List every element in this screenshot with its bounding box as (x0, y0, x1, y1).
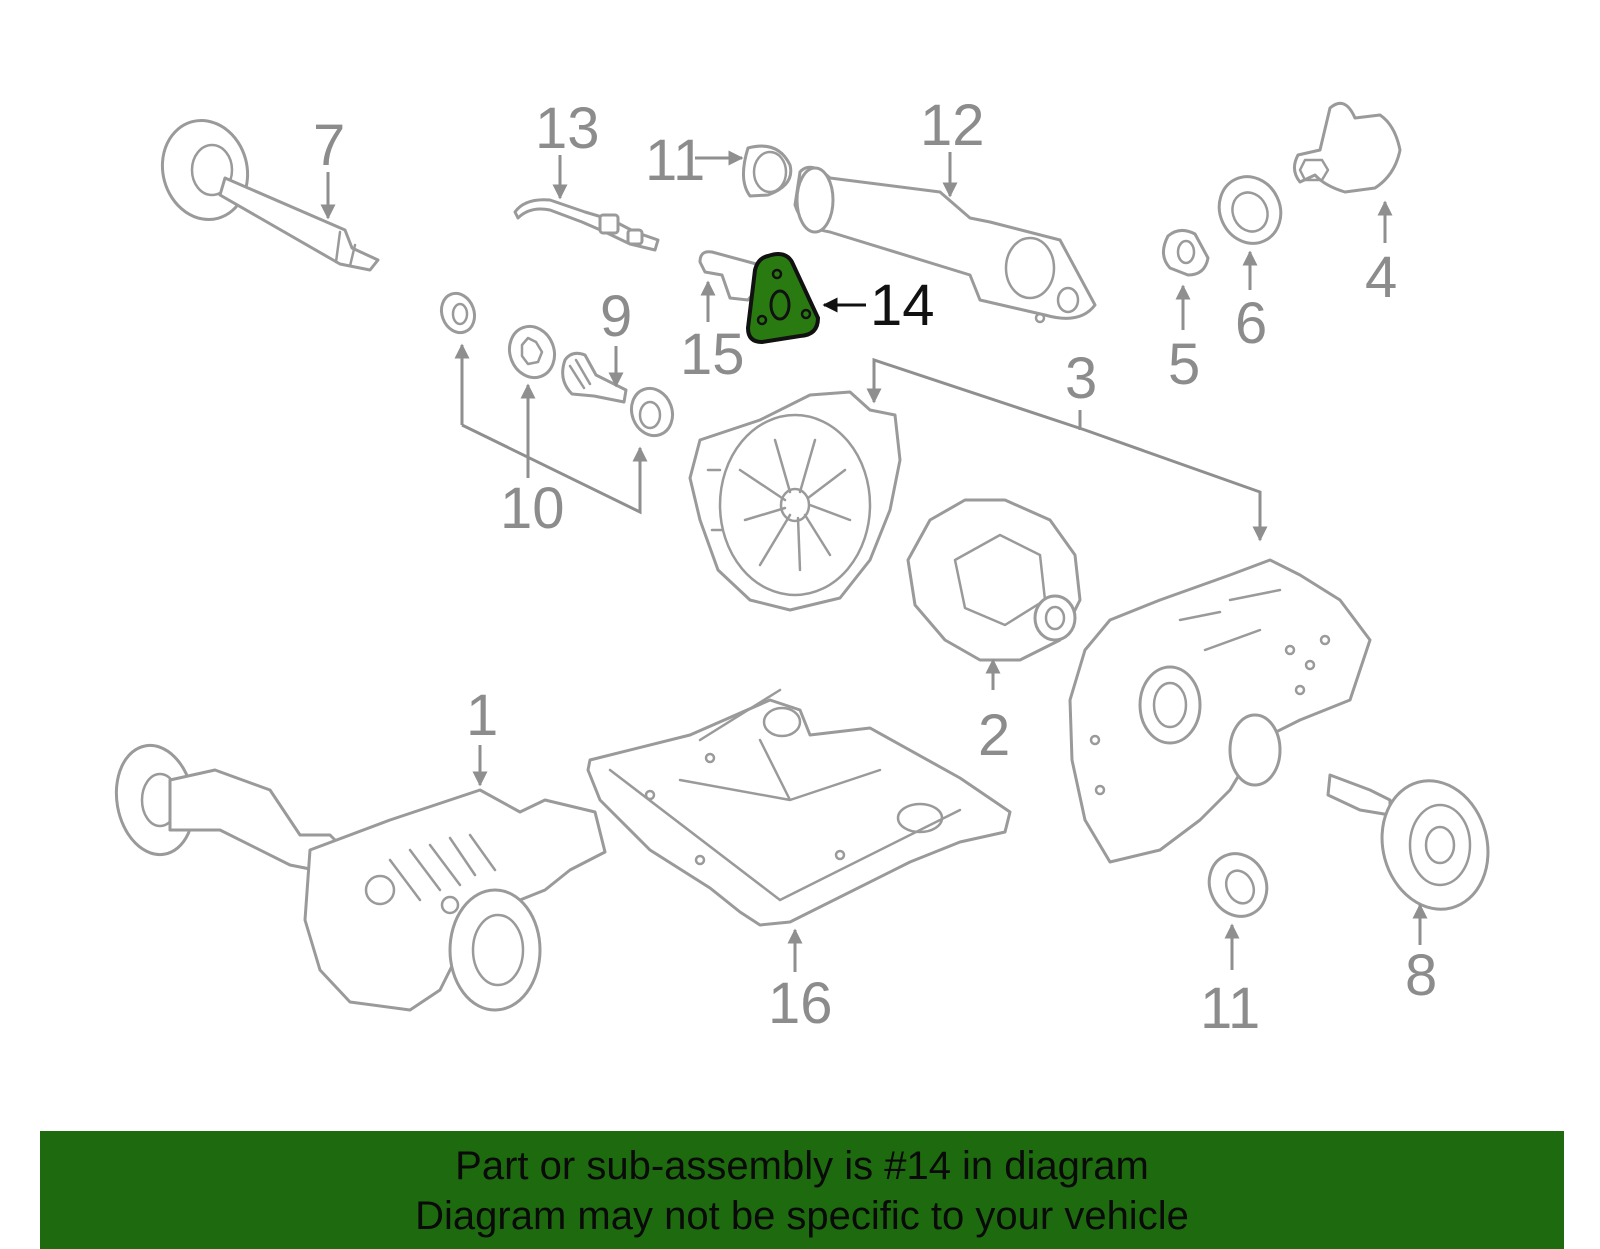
part-11-seal-lower (1207, 852, 1269, 918)
part-1-axle-assembly (114, 743, 607, 1012)
info-banner: Part or sub-assembly is #14 in diagram D… (40, 1131, 1564, 1249)
callout-9: 9 (600, 284, 632, 349)
part-2-differential-case (906, 498, 1082, 662)
callout-7: 7 (313, 113, 345, 178)
callout-3: 3 (1065, 346, 1097, 411)
callout-numbers: 7 13 11 12 4 6 5 9 15 14 10 3 2 1 16 11 … (313, 93, 1437, 1041)
callout-8: 8 (1405, 943, 1437, 1008)
callout-13: 13 (535, 96, 600, 161)
part-6-seal (1217, 175, 1283, 245)
part-10-bearing-left (439, 291, 477, 335)
callout-15: 15 (680, 322, 745, 387)
part-10-bearing-race (507, 324, 557, 380)
callout-6: 6 (1235, 291, 1267, 356)
part-13-sensor (513, 198, 660, 252)
banner-line-2: Diagram may not be specific to your vehi… (415, 1194, 1189, 1238)
part-12-axle-tube (793, 165, 1097, 324)
callout-11-lower: 11 (1200, 976, 1260, 1041)
part-11-cap-upper (742, 144, 793, 198)
leader-lines (320, 150, 1428, 972)
part-16-skid-plate (586, 688, 1012, 927)
part-7-axle-shaft (160, 118, 380, 272)
part-14-gasket-highlighted (745, 252, 821, 345)
part-8-axle-flange (1326, 773, 1490, 911)
part-5-nut (1162, 229, 1210, 277)
part-4-flange-yoke (1293, 101, 1402, 194)
callout-16: 16 (768, 971, 833, 1036)
callout-14: 14 (870, 273, 935, 338)
part-10-bearing-right (629, 386, 675, 438)
part-3-housing-rear (1068, 558, 1372, 864)
callout-11-upper: 11 (645, 128, 705, 193)
part-3-housing-front (688, 390, 902, 612)
callout-5: 5 (1168, 332, 1200, 397)
banner-line-1: Part or sub-assembly is #14 in diagram (455, 1144, 1149, 1188)
part-15-stub-shaft (698, 250, 767, 302)
callout-2: 2 (978, 703, 1010, 768)
callout-10: 10 (500, 476, 565, 541)
callout-1: 1 (466, 683, 498, 748)
callout-12: 12 (920, 93, 985, 158)
callout-4: 4 (1365, 245, 1397, 310)
part-9-pinion-gear (561, 351, 628, 404)
